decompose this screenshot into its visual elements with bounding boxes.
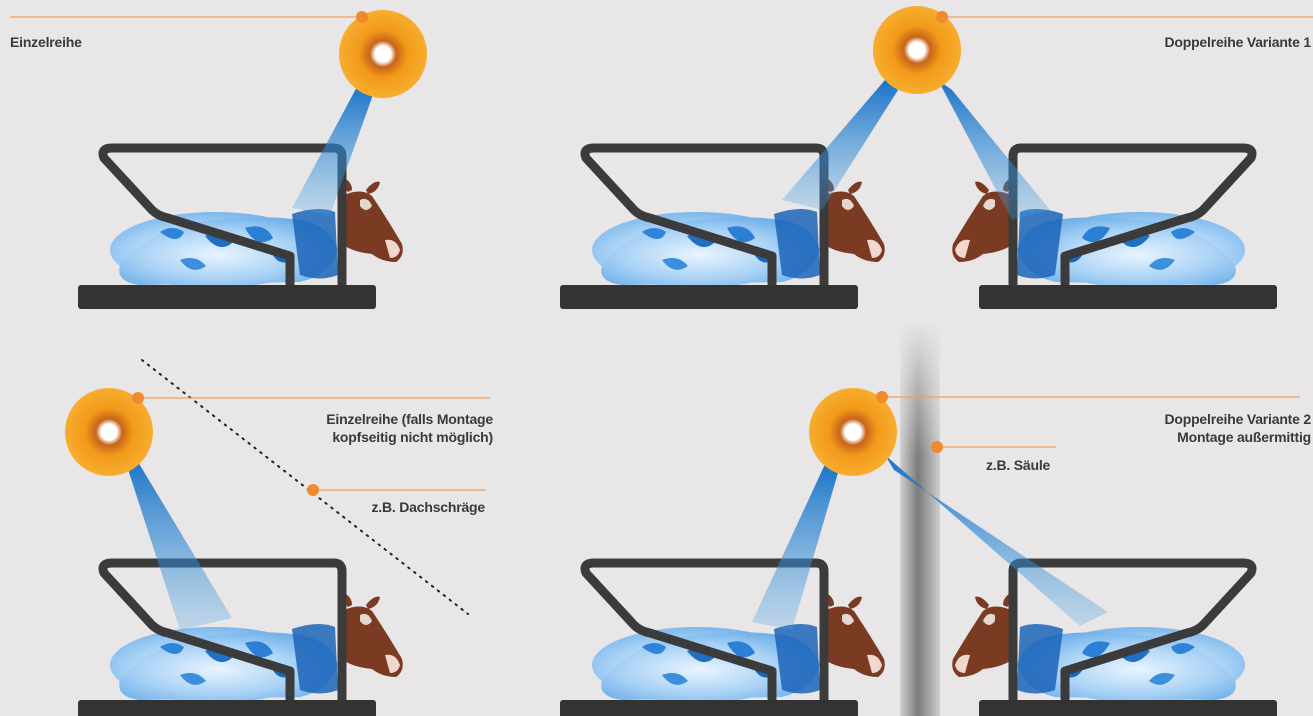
roof-slope-marker — [307, 484, 319, 496]
light-beams — [124, 80, 1108, 630]
label-single-row-alternative: Einzelreihe (falls Montage kopfseitig ni… — [326, 410, 493, 446]
pillar — [900, 320, 940, 716]
stall-base — [78, 285, 376, 309]
stall-unit — [560, 563, 885, 716]
label-double-row-variant-2: Doppelreihe Variante 2 Montage außermitt… — [1164, 410, 1311, 446]
label-line: Montage außermittig — [1164, 428, 1311, 446]
stall-unit-mirrored — [952, 563, 1277, 716]
cow — [110, 178, 403, 288]
lamp — [809, 388, 897, 476]
stall-unit — [78, 563, 403, 716]
label-line: Doppelreihe Variante 2 — [1164, 410, 1311, 428]
lamp — [339, 10, 427, 98]
stall-unit — [78, 148, 403, 309]
label-single-row: Einzelreihe — [10, 33, 82, 51]
label-line: Einzelreihe (falls Montage — [326, 410, 493, 428]
lamp — [65, 388, 153, 476]
label-line: kopfseitig nicht möglich) — [326, 428, 493, 446]
label-double-row-variant-1: Doppelreihe Variante 1 — [1164, 33, 1311, 51]
label-pillar: z.B. Säule — [986, 456, 1050, 474]
label-roof-slope: z.B. Dachschräge — [371, 498, 485, 516]
pillar-marker — [931, 441, 943, 453]
lamp — [873, 6, 961, 94]
